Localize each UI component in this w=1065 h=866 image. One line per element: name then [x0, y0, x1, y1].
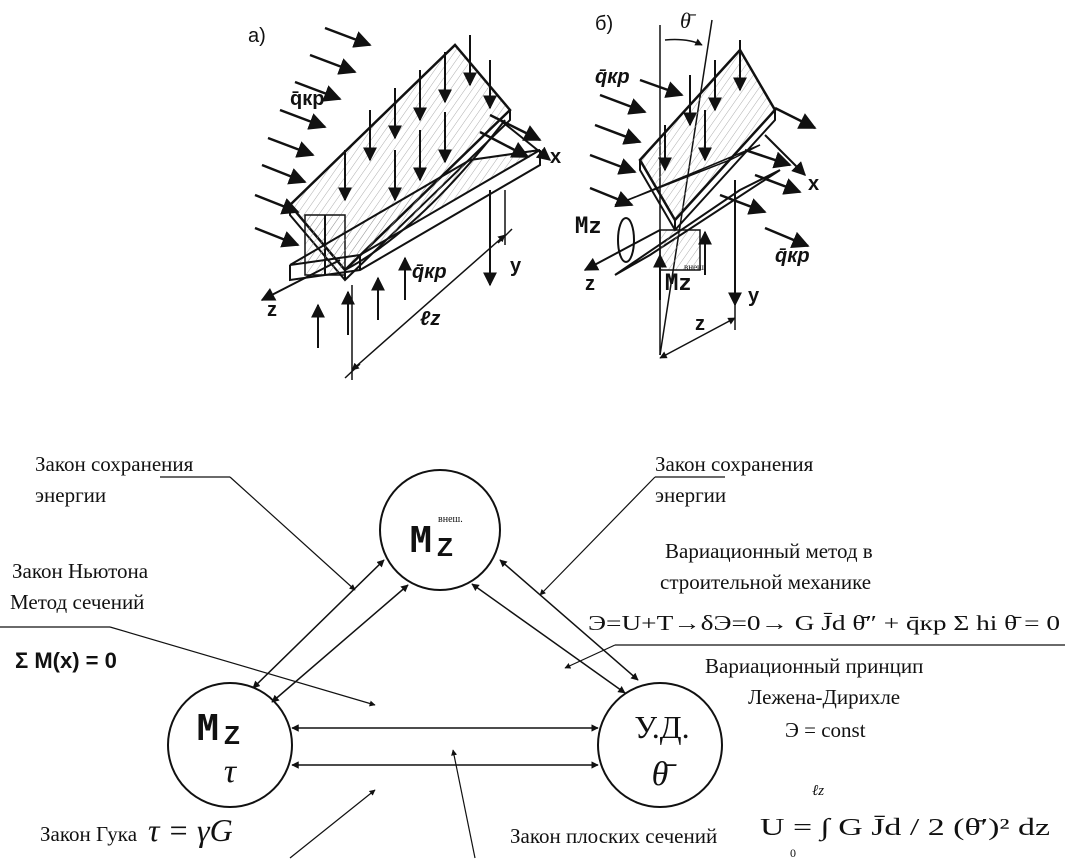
label-energy-formula: U = ∫ G J̄d / 2 (θ̄′)² dz	[760, 815, 1050, 842]
figure-a-vertical-load-arrows	[338, 35, 497, 202]
label-variational-method-2: строительной механике	[660, 570, 871, 594]
figure-b-beam	[614, 47, 781, 276]
figure-b-load-label: q̄кр	[595, 66, 630, 88]
figure-a-load-label: q̄кр	[290, 88, 324, 110]
figure-a-axis-z: z	[267, 299, 277, 321]
label-leader-lines	[0, 476, 1065, 859]
figure-b-dim-label: z	[695, 313, 705, 335]
figure-b-side-load-arrows	[589, 78, 817, 248]
label-variational-method-1: Вариационный метод в	[665, 539, 873, 563]
figure-b-axis-z: z	[585, 273, 595, 295]
figure-b-dim	[659, 300, 736, 359]
label-integral-upper: ℓz	[812, 783, 824, 799]
figure-a-beam	[288, 43, 541, 282]
node-right-circle	[597, 682, 723, 808]
label-sum-moment: Σ M(x) = 0	[15, 648, 117, 673]
label-energy-right-1: Закон сохранения	[655, 452, 814, 476]
figure-b-moment-ext-sup: внеш.	[684, 262, 706, 272]
figure-a: а)	[248, 25, 561, 380]
node-left-sub: Z	[224, 720, 240, 750]
figure-b-moment-label: Mz	[575, 214, 602, 239]
law-diagram: M Z внеш. M Z τ У.Д. θ̄	[0, 452, 1065, 860]
node-top-sup: внеш.	[438, 514, 463, 525]
node-top-main: M	[410, 520, 432, 561]
figure-b-vertical-load-arrows	[653, 40, 747, 300]
figure-b-axis-x: x	[808, 173, 819, 195]
node-connector-arrows	[252, 559, 639, 769]
node-top-circle	[379, 469, 501, 591]
label-integral-lower: 0	[790, 846, 796, 860]
figure-b-panel-label: б)	[595, 13, 613, 35]
figure-a-axis-y: y	[510, 255, 522, 277]
figure-a-axis-x: x	[550, 146, 561, 168]
figure-a-length-dimension	[344, 190, 513, 380]
figure-b: б) θ̄	[575, 8, 819, 359]
figure-a-load-label-lower: q̄кр	[412, 261, 447, 283]
label-energy-const: Э = const	[785, 718, 866, 742]
figure-a-length-label: ℓz	[420, 308, 440, 330]
label-newton-1: Закон Ньютона	[12, 559, 149, 583]
figure-b-axis-y: y	[748, 285, 760, 307]
node-left-line2: τ	[224, 753, 238, 790]
figure-a-side-load-arrows	[254, 26, 542, 248]
node-left-main: M	[197, 708, 219, 749]
label-energy-left-1: Закон сохранения	[35, 452, 194, 476]
label-energy-right-2: энергии	[655, 483, 726, 507]
node-right-line1: У.Д.	[634, 709, 689, 745]
label-energy-left-2: энергии	[35, 483, 106, 507]
node-left-circle	[167, 682, 293, 808]
figure-b-load-label-right: q̄кр	[775, 245, 810, 267]
label-newton-2: Метод сечений	[10, 590, 144, 614]
label-variational-equation: Э=U+T→δЭ=0→ G J̄d θ̄″ + q̄кр Σ hi θ̄ = 0	[588, 611, 1060, 635]
label-hooke-formula: τ = γG	[148, 812, 233, 848]
label-hooke: Закон Гука	[40, 822, 138, 846]
figure-b-axes	[583, 134, 806, 307]
figure-b-angle-label: θ̄	[680, 8, 697, 33]
node-top-sub: Z	[437, 532, 453, 562]
label-plane-sections: Закон плоских сечений	[510, 824, 717, 848]
figure-b-moment-ext-label: Mz	[665, 271, 692, 296]
label-variational-principle-1: Вариационный принцип	[705, 654, 923, 678]
label-variational-principle-2: Лежена-Дирихле	[748, 685, 900, 709]
figure-a-panel-label: а)	[248, 25, 266, 47]
